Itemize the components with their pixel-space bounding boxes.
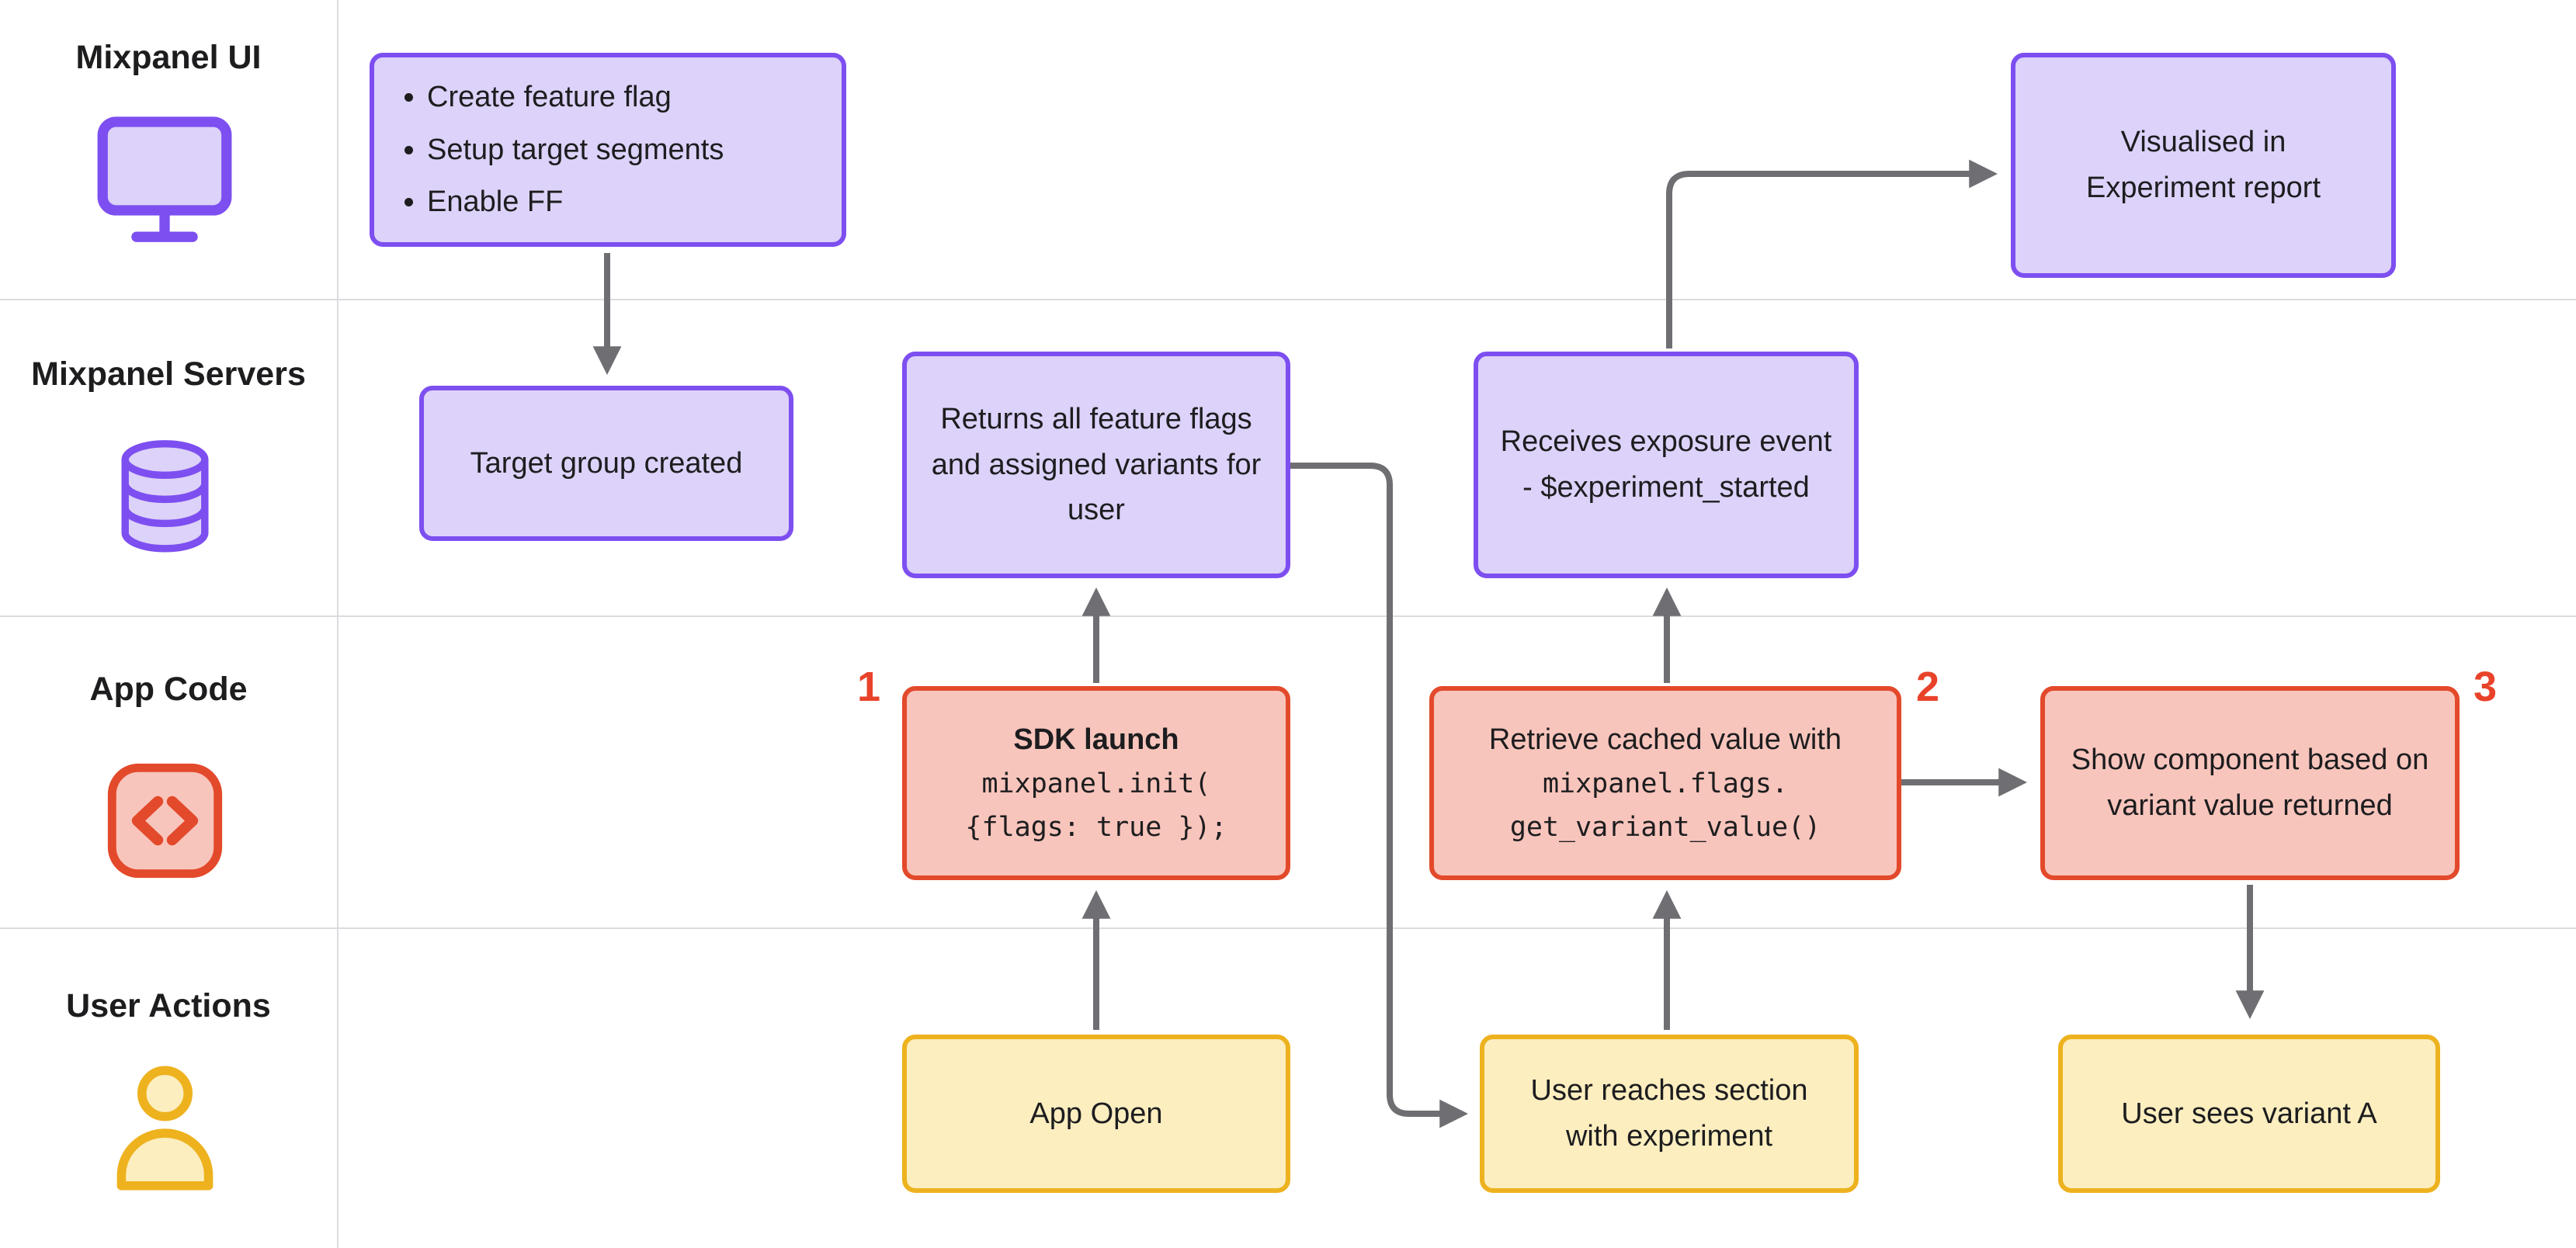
retrieve-code-line-1: mixpanel.flags. [1542,768,1789,800]
lane-divider [0,615,2576,617]
arrow-receives-exposure-to-visualised [1666,159,1998,348]
list-item: Create feature flag [427,75,724,120]
list-item: Setup target segments [427,127,724,173]
step-number-2: 2 [1916,664,1940,710]
sdk-launch-title: SDK launch [1013,723,1179,756]
database-icon [113,436,217,557]
lane-divider [0,927,2576,929]
feature-flag-setup-list: Create feature flag Setup target segment… [391,68,724,233]
label-column-divider [337,0,338,1248]
list-item: Enable FF [427,179,724,225]
returns-feature-flags-box: Returns all feature flags and assigned v… [902,352,1290,578]
lane-label-mixpanel-ui: Mixpanel UI [75,39,262,76]
monitor-icon [91,107,238,255]
target-group-created-box: Target group created [419,386,793,541]
feature-flag-setup-box: Create feature flag Setup target segment… [370,53,846,247]
code-icon [105,761,225,881]
step-number-3: 3 [2474,664,2498,710]
visualised-report-box: Visualised in Experiment report [2011,53,2396,278]
step-number-1: 1 [857,664,881,710]
retrieve-cached-value-box: Retrieve cached value with mixpanel.flag… [1429,686,1901,880]
lane-label-user-actions: User Actions [66,987,271,1024]
user-reaches-section-box: User reaches section with experiment [1480,1035,1859,1193]
sdk-launch-box: SDK launch mixpanel.init( {flags: true }… [902,686,1290,880]
sdk-launch-code-line-1: mixpanel.init( [981,768,1211,800]
retrieve-code-line-2: get_variant_value() [1509,812,1821,844]
sdk-launch-code-line-2: {flags: true }); [965,812,1227,844]
lane-divider [0,299,2576,300]
show-component-box: Show component based on variant value re… [2040,686,2460,880]
receives-exposure-event-box: Receives exposure event - $experiment_st… [1474,352,1859,578]
lane-label-app-code: App Code [89,671,248,708]
user-icon [101,1052,229,1200]
retrieve-cached-value-text: Retrieve cached value with [1488,723,1842,756]
lane-label-mixpanel-servers: Mixpanel Servers [31,355,306,393]
app-open-box: App Open [902,1035,1290,1193]
user-sees-variant-box: User sees variant A [2058,1035,2440,1193]
